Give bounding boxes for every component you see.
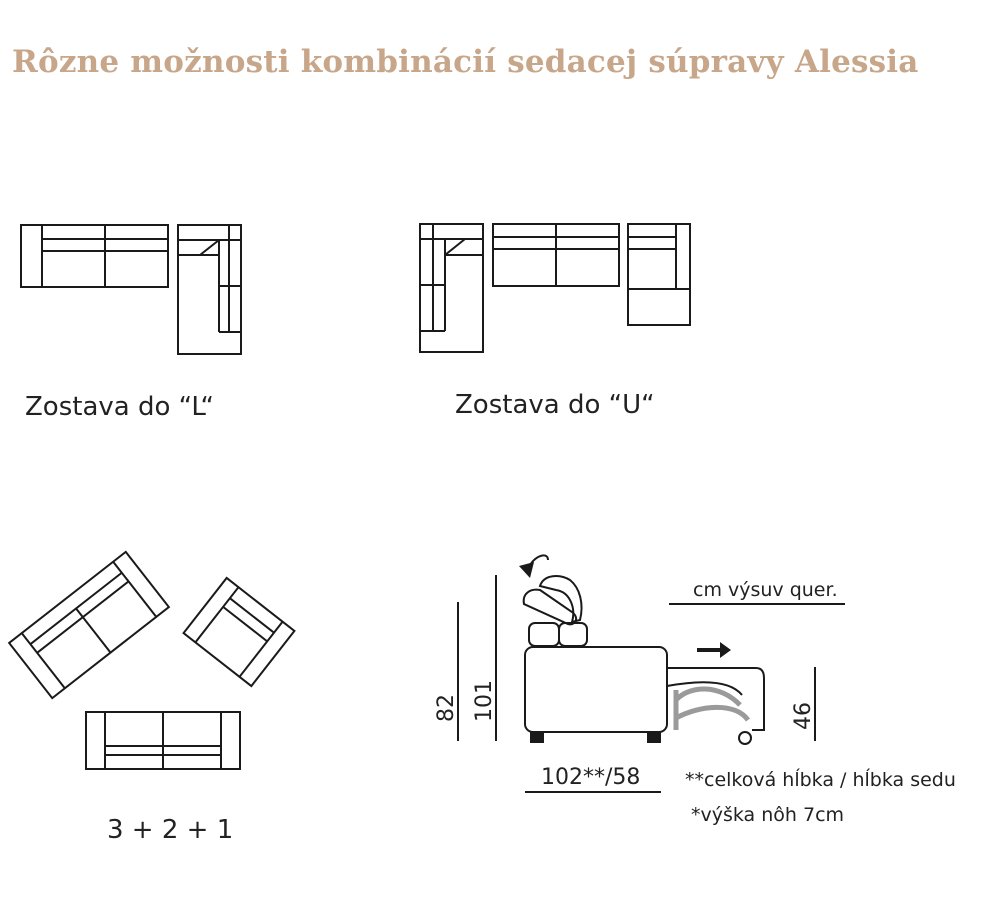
dimension-46: 46 <box>791 702 816 730</box>
page-title: Rôzne možnosti kombinácií sedacej súprav… <box>12 44 919 80</box>
legs-note: *výška nôh 7cm <box>691 804 845 826</box>
l-configuration-label: Zostava do “L“ <box>25 392 215 422</box>
l-configuration-drawing <box>20 224 242 355</box>
u-configuration-label: Zostava do “U“ <box>455 390 655 420</box>
set-321-drawing <box>7 550 296 770</box>
depth-note: **celková hĺbka / hĺbka sedu <box>685 769 956 791</box>
dimension-101: 101 <box>472 680 497 722</box>
side-view-drawing <box>457 554 845 793</box>
set-321-label: 3 + 2 + 1 <box>107 815 234 845</box>
u-configuration-drawing <box>419 223 691 353</box>
dimension-82: 82 <box>434 694 459 722</box>
depth-dimension-label: 102**/58 <box>541 765 641 790</box>
pullout-label: cm výsuv quer. <box>693 579 838 601</box>
